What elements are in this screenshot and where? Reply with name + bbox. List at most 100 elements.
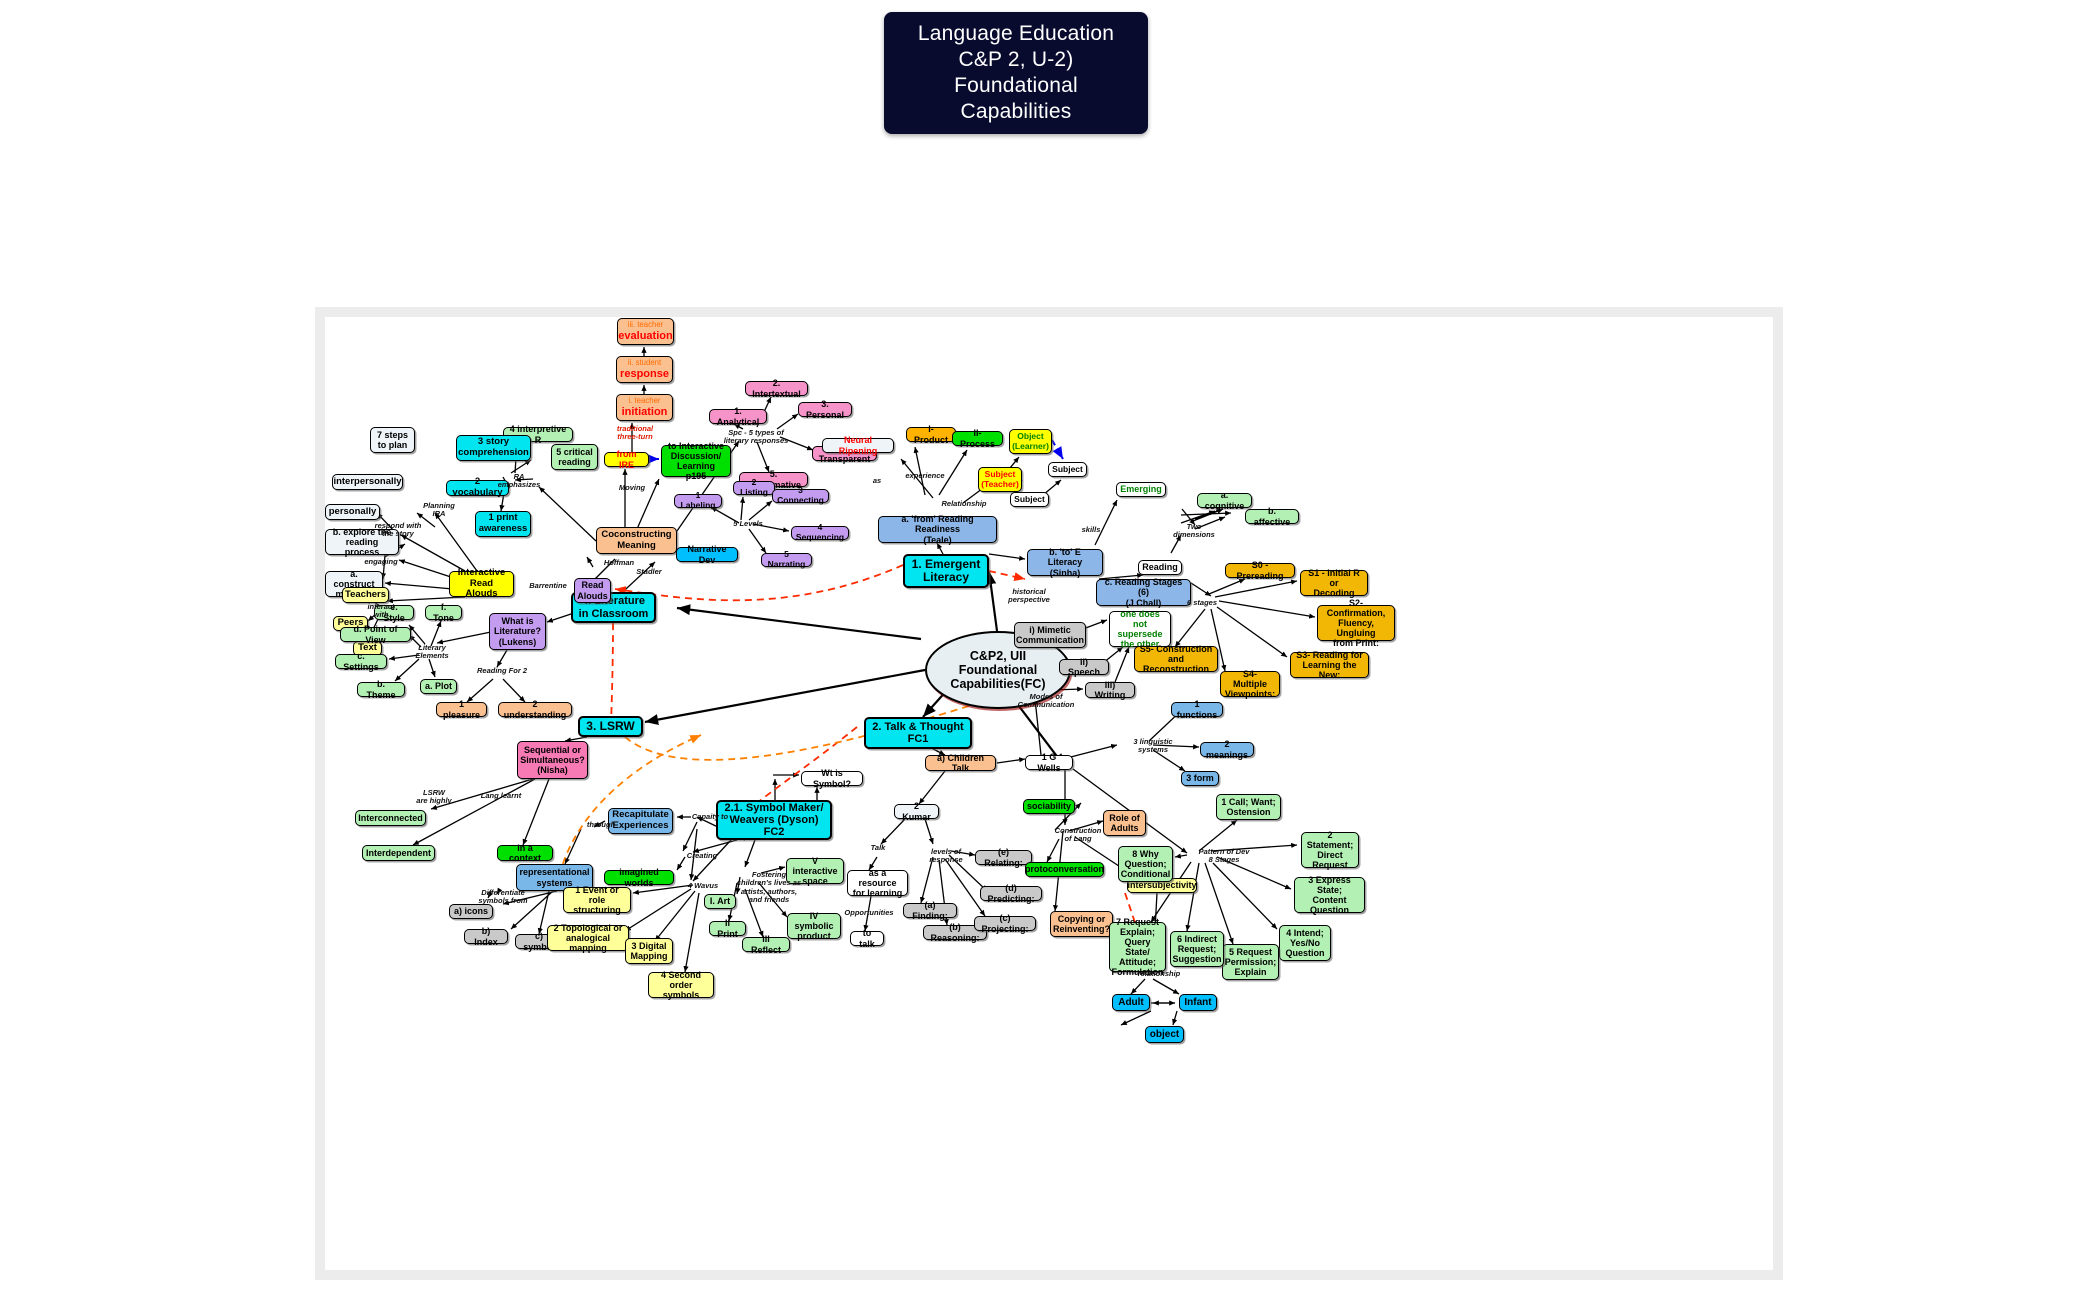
map-node-subjteacher[interactable]: Subject (Teacher)	[978, 467, 1022, 492]
map-node-bindex[interactable]: b) Index	[464, 926, 508, 947]
map-node-aplot[interactable]: a. Plot	[420, 679, 457, 694]
map-node-aicons[interactable]: a) icons	[449, 904, 493, 919]
map-node-afind[interactable]: (a) Finding:	[903, 900, 957, 921]
map-node-ev3[interactable]: 3 Digital Mapping	[625, 938, 673, 964]
map-node-p4[interactable]: 4 Intend; Yes/No Question	[1279, 925, 1331, 961]
map-node-ra[interactable]: Read Alouds	[574, 578, 611, 603]
map-node-l2[interactable]: 2 Listing	[733, 478, 775, 497]
map-node-speech[interactable]: ii) Speech	[1059, 657, 1109, 677]
map-node-acog[interactable]: a. cognitive	[1197, 490, 1252, 511]
map-node-b1[interactable]: 1. Emergent Literacy	[903, 554, 989, 588]
map-node-ev4[interactable]: 4 Second order symbols	[648, 970, 714, 1000]
map-node-nd[interactable]: Narrative Dev	[676, 544, 738, 565]
map-node-iprod[interactable]: I- Product	[906, 424, 956, 445]
map-node-iiprint[interactable]: II Print	[709, 918, 746, 939]
map-node-steps7[interactable]: 7 steps to plan	[370, 427, 415, 453]
map-node-sinha[interactable]: b. 'to' E Literacy (Sinha)	[1027, 547, 1103, 578]
map-node-lr1[interactable]: 1. Analytical	[709, 406, 767, 427]
map-node-ir5[interactable]: 5 critical reading	[551, 444, 598, 470]
map-node-idl[interactable]: to Interactive Discussion/ Learning p195	[661, 441, 731, 481]
map-node-adult[interactable]: Adult	[1112, 994, 1150, 1011]
map-node-iiireflect[interactable]: III Reflect	[742, 934, 790, 955]
map-node-b21[interactable]: 2.1. Symbol Maker/ Weavers (Dyson) FC2	[716, 800, 832, 840]
map-node-infant[interactable]: Infant	[1179, 994, 1217, 1011]
map-node-gwells[interactable]: 1 G Wells	[1025, 752, 1073, 773]
map-node-b2[interactable]: 2. Talk & Thought FC1	[864, 717, 972, 749]
map-node-p6[interactable]: 6 Indirect Request; Suggestion	[1170, 931, 1224, 967]
map-node-cm[interactable]: Coconstructing Meaning	[596, 527, 677, 554]
map-node-bexp[interactable]: b. explore the reading process	[325, 527, 399, 557]
map-node-l3[interactable]: 3 Connecting	[772, 486, 829, 505]
map-node-resource[interactable]: as a resource for learning	[847, 868, 908, 898]
map-node-dpredict[interactable]: (d) Predicting:	[980, 883, 1042, 904]
map-node-emerging[interactable]: Emerging	[1116, 482, 1166, 497]
map-node-baff[interactable]: b. affective	[1245, 506, 1299, 527]
map-node-interp[interactable]: interpersonally	[332, 474, 403, 490]
map-node-kumar[interactable]: 2 Kumar	[894, 801, 939, 822]
map-node-recap[interactable]: Recapitulate Experiences	[608, 808, 673, 834]
map-node-iiproc[interactable]: II- Process	[952, 428, 1003, 449]
map-node-childtalk[interactable]: a) Children Talk	[925, 753, 996, 773]
map-node-vspace[interactable]: V interactive space	[786, 856, 844, 886]
map-node-l5[interactable]: 5 Narrating	[761, 550, 812, 569]
map-node-subj2[interactable]: Subject	[1010, 492, 1049, 507]
map-node-ev2[interactable]: 2 Topological or analogical mapping	[547, 923, 629, 953]
map-node-s2[interactable]: S2- Confirmation, Fluency, Ungluing from…	[1317, 598, 1395, 648]
map-node-p3[interactable]: 3 Express State; Content Question	[1294, 875, 1365, 915]
map-node-b3[interactable]: 3. LSRW	[578, 716, 643, 737]
map-node-cproject[interactable]: (c) Projecting:	[974, 913, 1036, 934]
map-node-p2[interactable]: 2 Statement; Direct Request	[1301, 830, 1359, 870]
map-node-chall[interactable]: c. Reading Stages (6) (J Chall)	[1096, 577, 1191, 608]
map-node-roleadults[interactable]: Role of Adults	[1103, 810, 1146, 836]
map-node-intercon[interactable]: Interconnected	[355, 810, 426, 826]
map-node-iart[interactable]: I. Art	[704, 894, 736, 909]
map-node-csett[interactable]: c. Settings	[335, 651, 387, 672]
map-node-ftone[interactable]: f. Tone	[425, 602, 462, 623]
map-node-subj1[interactable]: Subject	[1048, 462, 1087, 477]
map-node-btheme[interactable]: b. Theme	[357, 679, 405, 700]
map-node-wil[interactable]: What is Literature? (Lukens)	[489, 613, 546, 650]
map-node-objlearner[interactable]: Object (Learner)	[1009, 429, 1052, 454]
map-node-s1[interactable]: S1 - Initial R or Decoding	[1300, 568, 1368, 598]
map-node-imagined[interactable]: imagined worlds	[604, 867, 674, 888]
map-node-interdep[interactable]: Interdependent	[362, 845, 435, 861]
map-node-wsym[interactable]: Wt is Symbol?	[801, 768, 863, 789]
map-node-estyle[interactable]: e. Style	[374, 602, 414, 623]
map-node-p8[interactable]: 8 Why Question; Conditional	[1118, 846, 1173, 882]
map-node-ire[interactable]: from IRE	[604, 449, 649, 470]
map-node-seqsim[interactable]: Sequential or Simultaneous? (Nisha)	[517, 741, 588, 779]
map-node-repsys[interactable]: representational systems	[516, 864, 593, 891]
map-node-p5[interactable]: 5 Request Permission; Explain	[1222, 944, 1279, 980]
map-node-totalk[interactable]: to talk	[850, 928, 884, 949]
map-node-onedoes[interactable]: one does not supersede the other	[1109, 609, 1171, 649]
map-node-proto[interactable]: protoconversation	[1025, 862, 1104, 877]
map-node-erelate[interactable]: (e) Relating:	[975, 847, 1032, 868]
map-node-breason[interactable]: (b) Reasoning:	[923, 922, 987, 943]
map-node-l4[interactable]: 4 Sequencing	[791, 523, 849, 542]
map-node-l1[interactable]: 1 Labeling	[674, 491, 722, 510]
map-node-writing[interactable]: iii) Writing	[1085, 680, 1135, 700]
map-node-ivsym[interactable]: IV symbolic product	[787, 911, 841, 941]
map-node-ir2[interactable]: 2 vocabulary	[446, 477, 509, 498]
map-node-mimetic[interactable]: i) Mimetic Communication	[1014, 622, 1086, 648]
map-node-ir3[interactable]: 3 story comprehension	[456, 435, 531, 461]
map-node-dpov[interactable]: d. Point of View	[340, 624, 411, 645]
map-node-neural[interactable]: Neural Ripening	[822, 435, 894, 456]
map-node-ev1[interactable]: 1 Event or role structuring	[563, 885, 631, 915]
map-node-fn1[interactable]: 1 functions	[1171, 699, 1223, 720]
map-node-fn3[interactable]: 3 form	[1181, 771, 1219, 786]
map-node-pleasure[interactable]: 1 pleasure	[436, 699, 487, 720]
map-node-lr2[interactable]: 2. Intertextual	[745, 378, 808, 399]
map-node-s3[interactable]: S3- Reading for Learning the New:	[1290, 650, 1369, 680]
map-node-teale[interactable]: a. 'from' Reading Readiness (Teale)	[878, 514, 997, 545]
map-node-ira[interactable]: Interactive Read Alouds	[449, 567, 514, 599]
map-node-copying[interactable]: Copying or Reinventing?	[1050, 911, 1113, 937]
map-node-p7[interactable]: 7 Request Explain; Query State/ Attitude…	[1109, 917, 1166, 977]
map-node-reading[interactable]: Reading	[1138, 560, 1182, 575]
map-node-teachers[interactable]: Teachers	[342, 587, 389, 603]
map-node-incontext[interactable]: in a context	[497, 843, 553, 863]
map-node-sociab[interactable]: sociability	[1023, 799, 1075, 814]
